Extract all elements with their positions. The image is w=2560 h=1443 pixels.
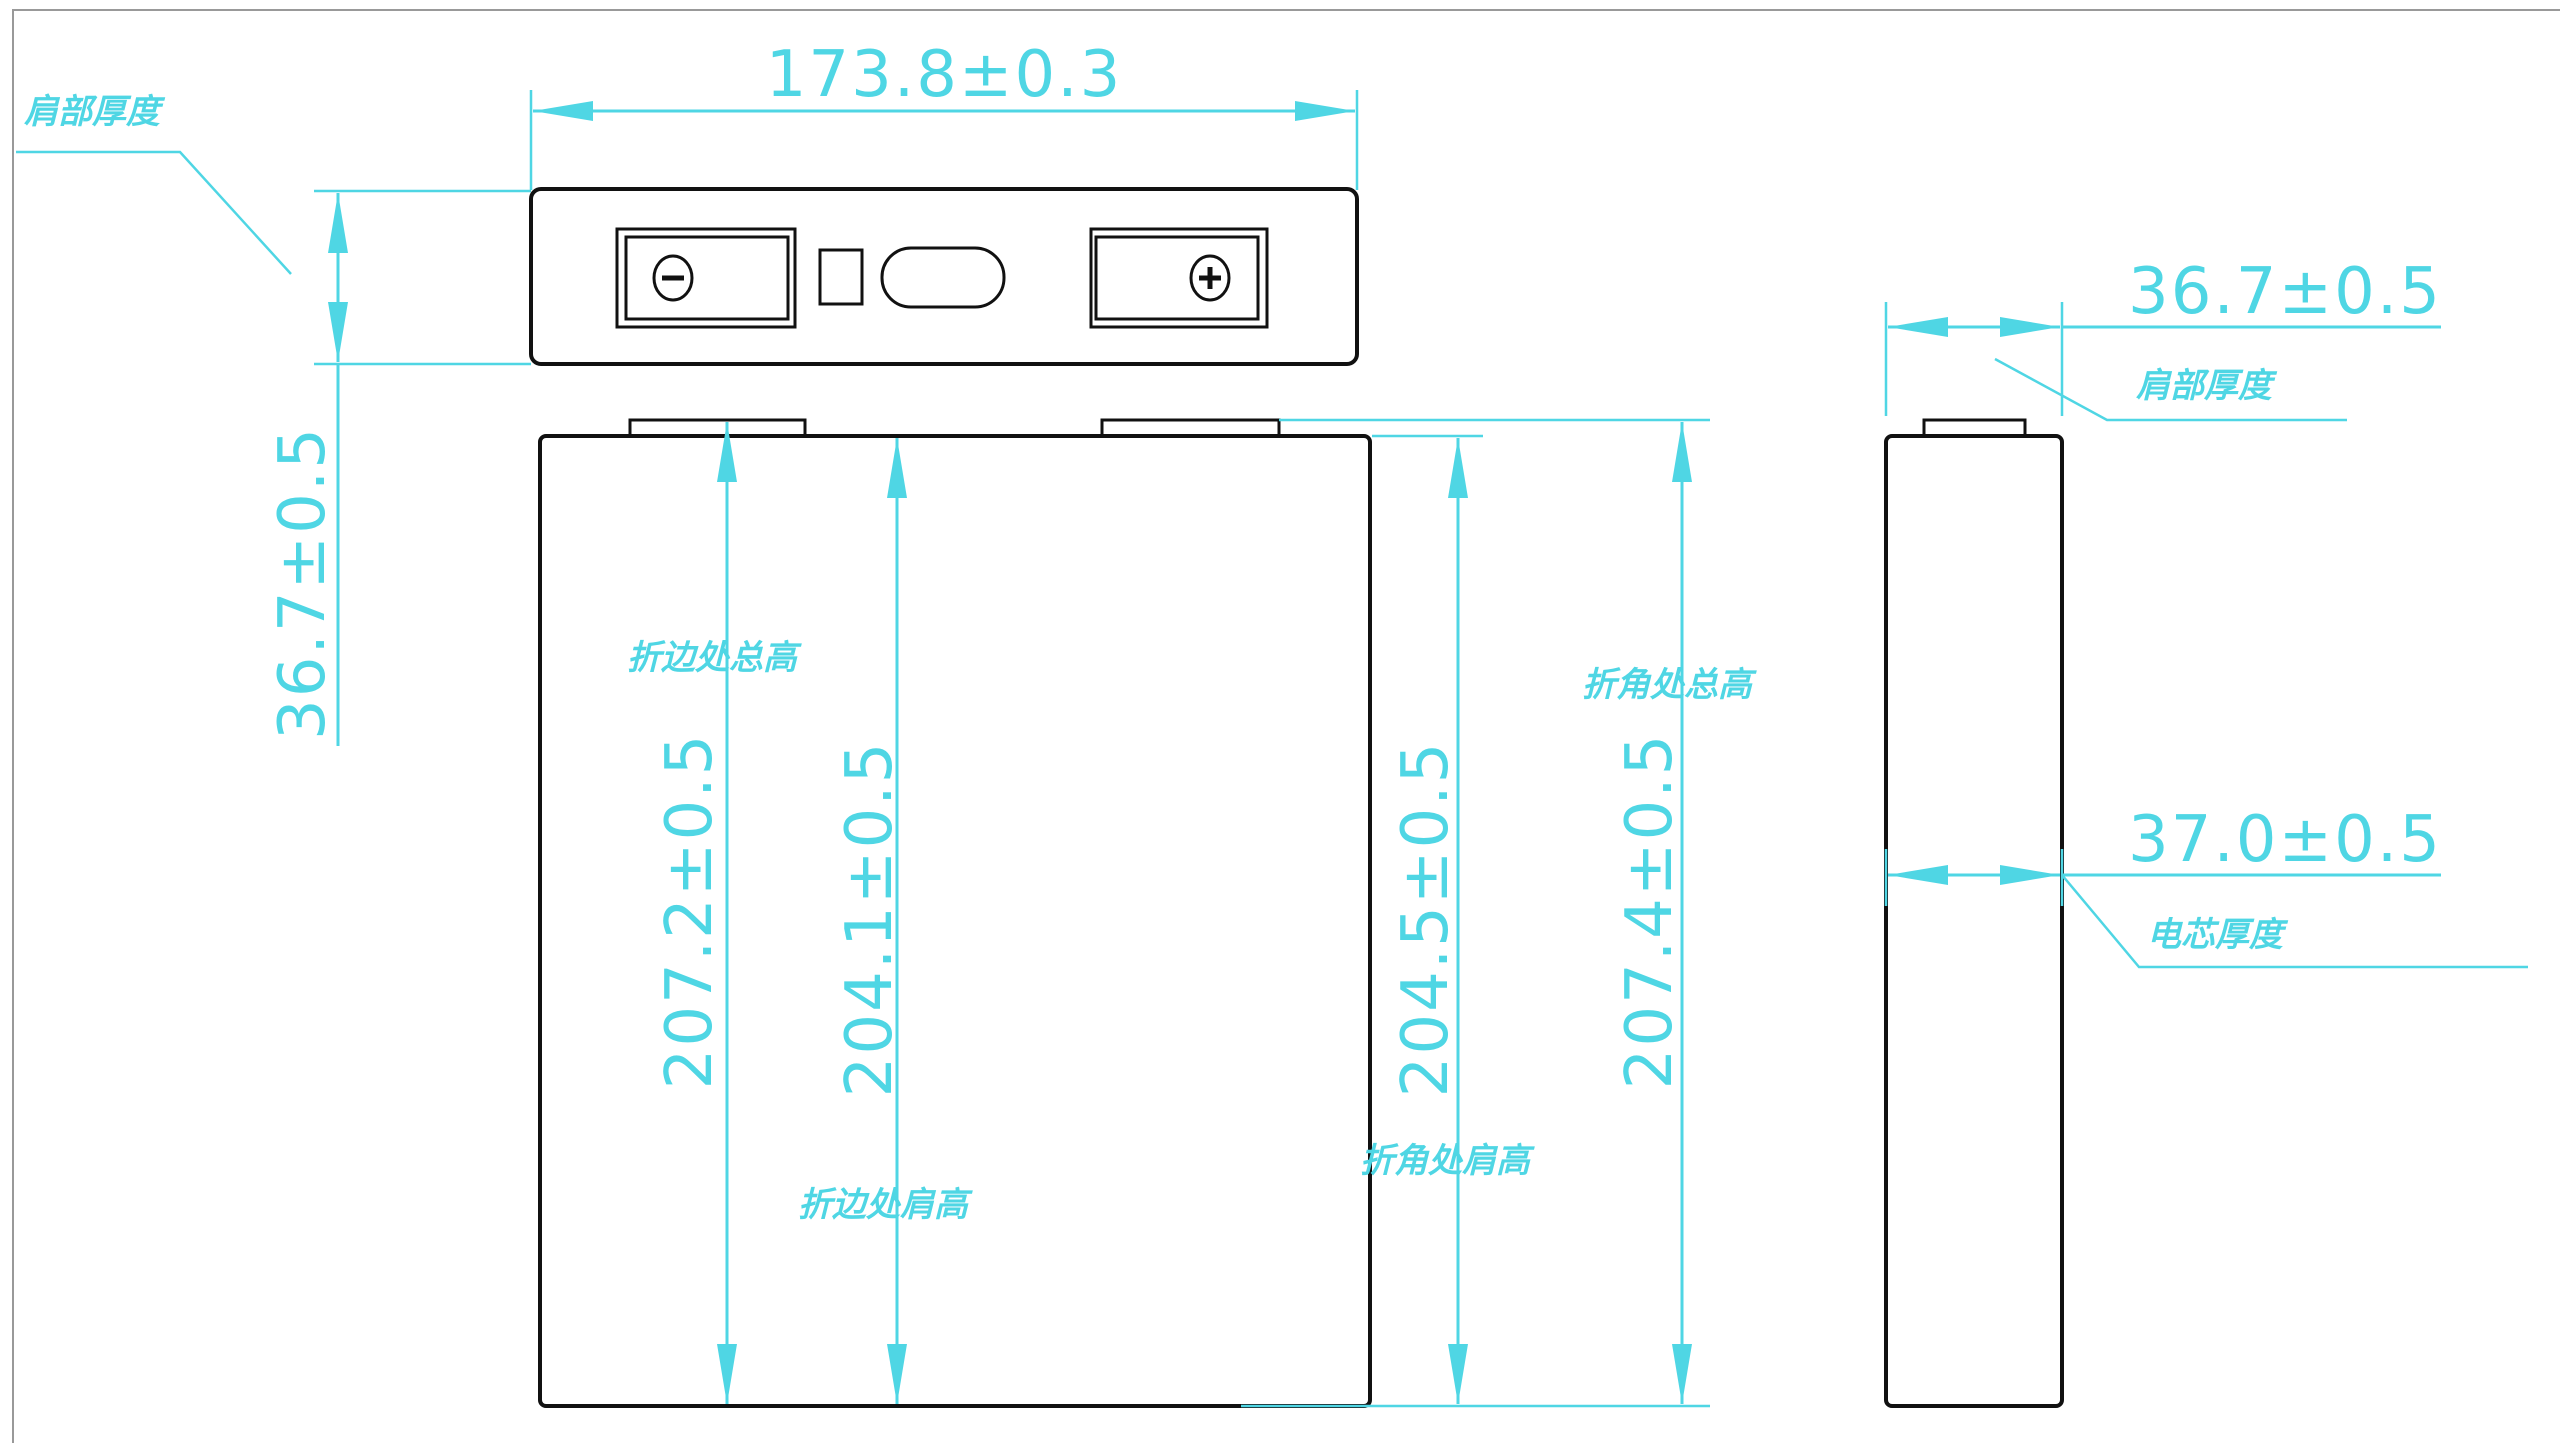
plus-circle-icon (1189, 254, 1231, 302)
top-view: 173.8±0.3 36.7±0.5 肩部厚度 (16, 38, 1359, 746)
vent-square (818, 248, 864, 306)
label-fold-corner-shoulder-height: 折角处肩高 (1360, 1141, 1535, 1181)
frame-border (12, 9, 2560, 1443)
cell-thickness-dimension: 37.0±0.5 (2128, 803, 2442, 877)
cell-side-outline (1884, 434, 2064, 1408)
width-dimension: 173.8±0.3 (766, 38, 1123, 112)
dim-204-5: 204.5±0.5 (1389, 741, 1463, 1098)
label-fold-edge-total-height: 折边处总高 (627, 638, 802, 678)
label-fold-edge-shoulder-height: 折边处肩高 (798, 1185, 973, 1225)
minus-circle-icon (652, 254, 694, 302)
shoulder-thickness-label: 肩部厚度 (2136, 366, 2278, 406)
cell-thickness-label: 电芯厚度 (2147, 915, 2289, 955)
front-view: 207.2±0.5 204.1±0.5 204.5±0.5 207.4±0.5 … (538, 418, 1757, 1408)
safety-vent (880, 246, 1006, 309)
negative-terminal (615, 227, 797, 329)
dim-207-4: 207.4±0.5 (1613, 733, 1687, 1090)
side-view: 36.7±0.5 肩部厚度 37.0±0.5 电芯厚度 (1884, 255, 2528, 1408)
dim-207-2: 207.2±0.5 (653, 733, 727, 1090)
dim-204-1: 204.1±0.5 (833, 741, 907, 1098)
positive-terminal (1089, 227, 1269, 329)
shoulder-thickness-dimension: 36.7±0.5 (2128, 255, 2442, 329)
label-fold-corner-total-height: 折角处总高 (1582, 665, 1757, 705)
top-thickness-label: 肩部厚度 (24, 92, 166, 132)
cell-front-outline (538, 434, 1372, 1408)
top-thickness-dimension: 36.7±0.5 (266, 426, 340, 740)
